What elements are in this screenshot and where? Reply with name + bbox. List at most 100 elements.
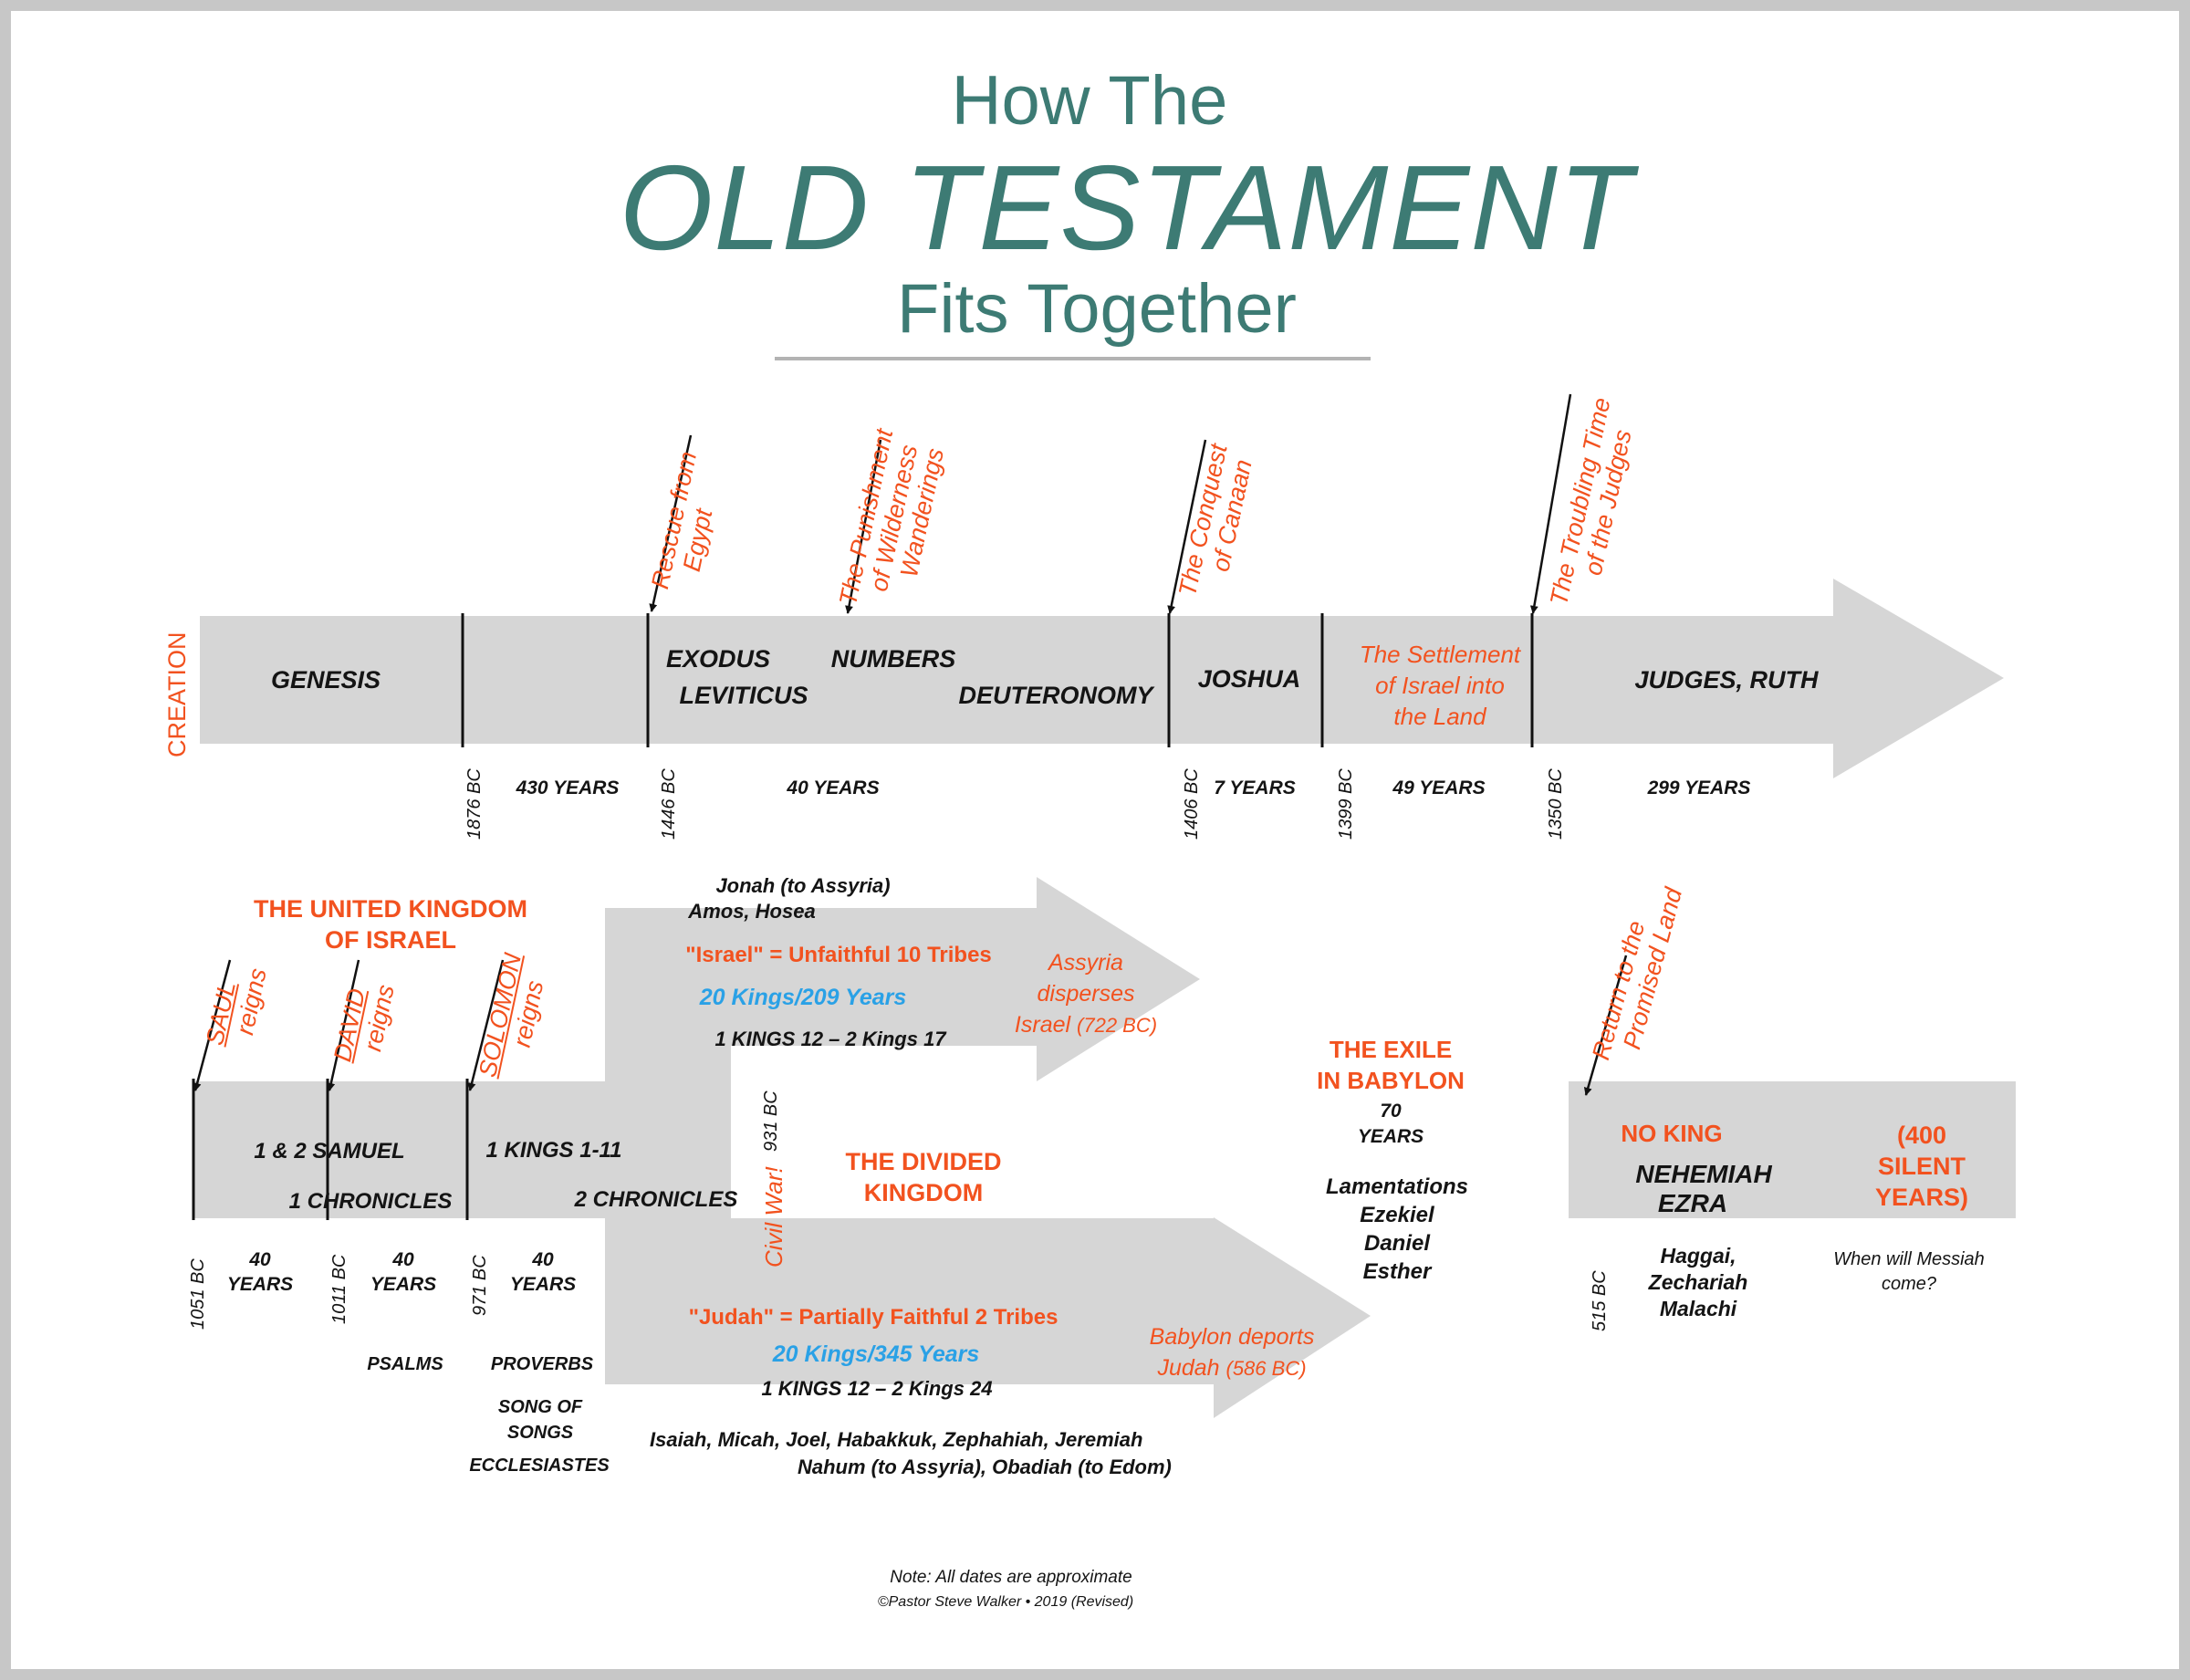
book-song-of-songs: SONG OF SONGS	[498, 1394, 582, 1445]
israel-fate: Assyria disperses Israel (722 BC)	[1015, 947, 1157, 1041]
israel-kings: 20 Kings/209 Years	[699, 985, 907, 1010]
book-chronicles-1: 1 CHRONICLES	[288, 1189, 453, 1214]
span-299: 299 YEARS	[1647, 777, 1751, 798]
israel-ref: 1 KINGS 12 – 2 Kings 17	[714, 1028, 946, 1050]
span-40: 40 YEARS	[787, 777, 880, 798]
span-saul-unit: YEARS	[226, 1274, 294, 1295]
book-deuteronomy: DEUTERONOMY	[958, 682, 1153, 709]
exile-years-unit: YEARS	[1357, 1126, 1424, 1147]
date-1446: 1446 BC	[659, 768, 679, 840]
book-exodus: EXODUS	[665, 645, 771, 673]
david-pointer	[327, 959, 360, 1091]
israel-fate-date: (722 BC)	[1077, 1014, 1158, 1037]
israel-arrow	[605, 877, 1200, 1081]
book-samuel: 1 & 2 SAMUEL	[254, 1139, 405, 1163]
silent-line-3: YEARS)	[1874, 1184, 1969, 1211]
silent-years: (400 SILENT YEARS)	[1875, 1120, 1968, 1213]
book-ecclesiastes: ECCLESIASTES	[469, 1456, 610, 1476]
exile-years-num: 70	[1380, 1101, 1402, 1122]
exile-heading-line-1: THE EXILE	[1329, 1036, 1453, 1063]
chart-sheet: How The OLD TESTAMENT Fits Together CREA…	[11, 11, 2179, 1669]
span-solomon: 40 YEARS	[510, 1247, 576, 1297]
exile-books: Lamentations Ezekiel Daniel Esther	[1326, 1173, 1468, 1286]
divided-connector-bar	[605, 1046, 731, 1220]
judah-fate-place: Judah	[1157, 1355, 1226, 1381]
no-king-label: NO KING	[1621, 1120, 1723, 1147]
judah-kings: 20 Kings/345 Years	[772, 1341, 980, 1367]
title-line-1: How The	[951, 62, 1228, 140]
settlement-label: The Settlement of Israel into the Land	[1360, 639, 1520, 732]
title-divider	[775, 357, 1371, 360]
date-1406: 1406 BC	[1182, 768, 1202, 840]
book-proverbs: PROVERBS	[490, 1354, 594, 1374]
judah-prophets-2: Nahum (to Assyria), Obadiah (to Edom)	[798, 1456, 1172, 1478]
date-971: 971 BC	[470, 1255, 490, 1316]
date-1011: 1011 BC	[329, 1254, 349, 1324]
exile-book-ezekiel: Ezekiel	[1360, 1203, 1434, 1227]
messiah-question: When will Messiah come?	[1833, 1247, 1985, 1297]
book-kings-1-11: 1 KINGS 1-11	[485, 1138, 622, 1163]
civil-war-label: Civil War!	[760, 1166, 787, 1268]
exile-heading-line-2: IN BABYLON	[1317, 1067, 1465, 1094]
israel-title: "Israel" = Unfaithful 10 Tribes	[685, 943, 992, 967]
span-7: 7 YEARS	[1214, 777, 1296, 798]
date-1399: 1399 BC	[1336, 768, 1356, 840]
settlement-line-3: the Land	[1393, 703, 1486, 730]
span-49: 49 YEARS	[1392, 777, 1486, 798]
united-heading-line-2: OF ISRAEL	[324, 926, 456, 954]
israel-prophet-jonah: Jonah (to Assyria)	[715, 874, 891, 897]
top-timeline-arrow	[200, 579, 2004, 778]
israel-fate-line-1: Assyria	[1048, 950, 1123, 976]
judah-fate-line-2: Judah (586 BC)	[1150, 1352, 1315, 1384]
return-prophets: Haggai, Zechariah Malachi	[1649, 1243, 1748, 1322]
span-saul-num: 40	[249, 1249, 271, 1270]
prophet-zechariah: Zechariah	[1648, 1270, 1748, 1294]
book-psalms: PSALMS	[367, 1354, 443, 1374]
book-genesis: GENESIS	[270, 666, 381, 694]
judah-fate: Babylon deports Judah (586 BC)	[1150, 1321, 1315, 1384]
silent-line-1: (400	[1896, 1122, 1947, 1149]
diagram-shapes	[192, 393, 2016, 1418]
book-chronicles-2: 2 CHRONICLES	[574, 1187, 738, 1212]
judges-pointer	[1529, 393, 1572, 614]
exile-book-daniel: Daniel	[1363, 1231, 1431, 1256]
creation-label: CREATION	[163, 631, 191, 757]
span-solomon-num: 40	[532, 1249, 554, 1270]
span-saul: 40 YEARS	[227, 1247, 293, 1297]
footer-credit: ©Pastor Steve Walker • 2019 (Revised)	[877, 1594, 1134, 1610]
judah-ref: 1 KINGS 12 – 2 Kings 24	[761, 1377, 993, 1400]
title-line-2: OLD TESTAMENT	[619, 141, 1633, 275]
judah-fate-date: (586 BC)	[1225, 1357, 1307, 1380]
footer-note: Note: All dates are approximate	[890, 1568, 1132, 1587]
span-solomon-unit: YEARS	[509, 1274, 577, 1295]
punishment-pointer	[845, 439, 882, 614]
book-numbers: NUMBERS	[830, 645, 956, 673]
judah-arrow	[605, 1217, 1371, 1418]
saul-pointer	[193, 959, 232, 1091]
book-nehemiah: NEHEMIAH	[1635, 1160, 1772, 1188]
exile-years: 70 YEARS	[1358, 1099, 1424, 1150]
span-david: 40 YEARS	[370, 1247, 436, 1297]
book-joshua: JOSHUA	[1197, 665, 1301, 693]
judah-fate-line-1: Babylon deports	[1149, 1324, 1315, 1350]
israel-fate-line-3: Israel (722 BC)	[1015, 1009, 1157, 1041]
judah-title: "Judah" = Partially Faithful 2 Tribes	[688, 1305, 1058, 1330]
return-pointer	[1583, 955, 1628, 1096]
prophet-haggai: Haggai,	[1660, 1244, 1736, 1268]
return-books: NEHEMIAH EZRA	[1635, 1160, 1771, 1218]
israel-fate-line-2: disperses	[1037, 981, 1135, 1007]
judah-prophets-1: Isaiah, Micah, Joel, Habakkuk, Zephahiah…	[650, 1428, 1143, 1451]
exile-book-esther: Esther	[1362, 1259, 1432, 1284]
book-ezra: EZRA	[1657, 1189, 1728, 1217]
return-bar	[1569, 1081, 2016, 1218]
settlement-line-1: The Settlement	[1359, 641, 1521, 668]
united-kingdom-bar	[193, 1081, 622, 1218]
span-david-unit: YEARS	[370, 1274, 437, 1295]
book-leviticus: LEVITICUS	[679, 682, 808, 709]
date-1350: 1350 BC	[1546, 768, 1566, 840]
settlement-line-2: of Israel into	[1375, 672, 1505, 699]
united-kingdom-heading: THE UNITED KINGDOM OF ISRAEL	[254, 893, 527, 955]
divided-heading-line-1: THE DIVIDED	[845, 1148, 1002, 1175]
date-515: 515 BC	[1590, 1270, 1610, 1331]
rescue-pointer	[649, 434, 693, 612]
